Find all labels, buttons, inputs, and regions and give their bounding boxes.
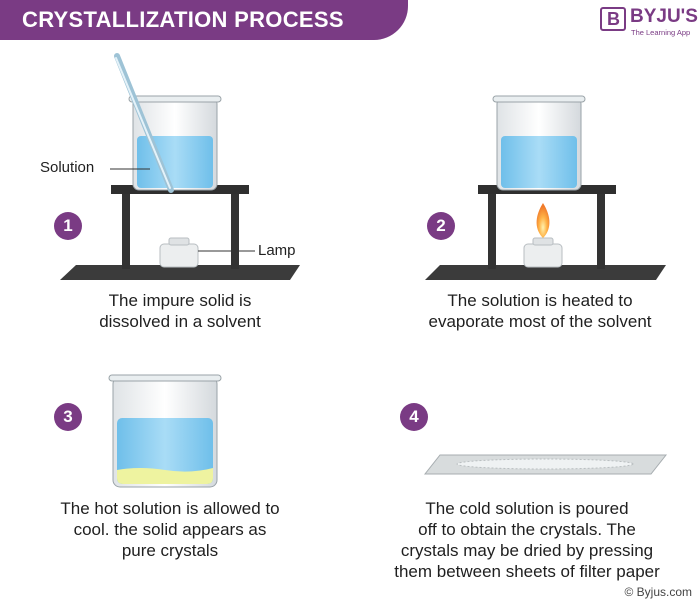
logo-letter: B: [607, 9, 620, 29]
copyright-text: © Byjus.com: [624, 585, 692, 599]
step-number-badge: 1: [54, 212, 82, 240]
step-3-caption: The hot solution is allowed to cool. the…: [30, 498, 310, 561]
caption-line: crystals may be dried by pressing: [400, 541, 654, 560]
dried-crystals: [456, 458, 634, 470]
caption-line: pure crystals: [121, 541, 219, 560]
tripod-leg: [597, 194, 605, 269]
stand-base: [60, 265, 300, 280]
beaker-solution: [117, 418, 213, 484]
step-number-badge: 3: [54, 403, 82, 431]
flame: [536, 203, 550, 238]
tripod-leg: [488, 194, 496, 269]
beaker-rim: [108, 374, 222, 382]
crystals-layer: [117, 468, 213, 484]
caption-line: dissolved in a solvent: [99, 312, 261, 331]
logo-mark: B: [600, 7, 626, 31]
beaker-solution: [501, 136, 577, 188]
caption-line: evaporate most of the solvent: [428, 312, 652, 331]
beaker-rim: [128, 95, 222, 103]
step-1-caption: The impure solid is dissolved in a solve…: [60, 290, 300, 332]
lamp-body: [523, 243, 563, 268]
tripod-leg: [122, 194, 130, 269]
lamp-body: [159, 243, 199, 268]
page-title: CRYSTALLIZATION PROCESS: [22, 7, 344, 32]
byjus-logo: B BYJU'S The Learning App: [600, 6, 698, 40]
caption-line: The impure solid is: [108, 291, 252, 310]
step-number-badge: 4: [400, 403, 428, 431]
beaker-rim: [492, 95, 586, 103]
step-1-apparatus: [60, 53, 300, 280]
logo-name: BYJU'S: [630, 6, 698, 27]
caption-line: them between sheets of filter paper: [394, 562, 660, 581]
lamp-cap: [532, 237, 554, 246]
step-2-caption: The solution is heated to evaporate most…: [400, 290, 680, 332]
step-3-apparatus: [108, 374, 222, 488]
caption-line: off to obtain the crystals. The: [418, 520, 636, 539]
step-4-caption: The cold solution is poured off to obtai…: [372, 498, 682, 582]
caption-line: cool. the solid appears as: [73, 520, 267, 539]
title-banner: CRYSTALLIZATION PROCESS: [0, 0, 408, 40]
step-number-badge: 2: [427, 212, 455, 240]
lamp-label: Lamp: [258, 242, 296, 259]
beaker-solution: [137, 136, 213, 188]
caption-line: The solution is heated to: [447, 291, 633, 310]
caption-line: The cold solution is poured: [425, 499, 629, 518]
step-4-apparatus: [423, 454, 668, 475]
step-2-apparatus: [425, 95, 666, 280]
tripod-leg: [231, 194, 239, 269]
stand-base: [425, 265, 666, 280]
caption-line: The hot solution is allowed to: [60, 499, 280, 518]
logo-tagline: The Learning App: [631, 28, 691, 37]
lamp-cap: [168, 237, 190, 246]
solution-label: Solution: [40, 159, 95, 176]
